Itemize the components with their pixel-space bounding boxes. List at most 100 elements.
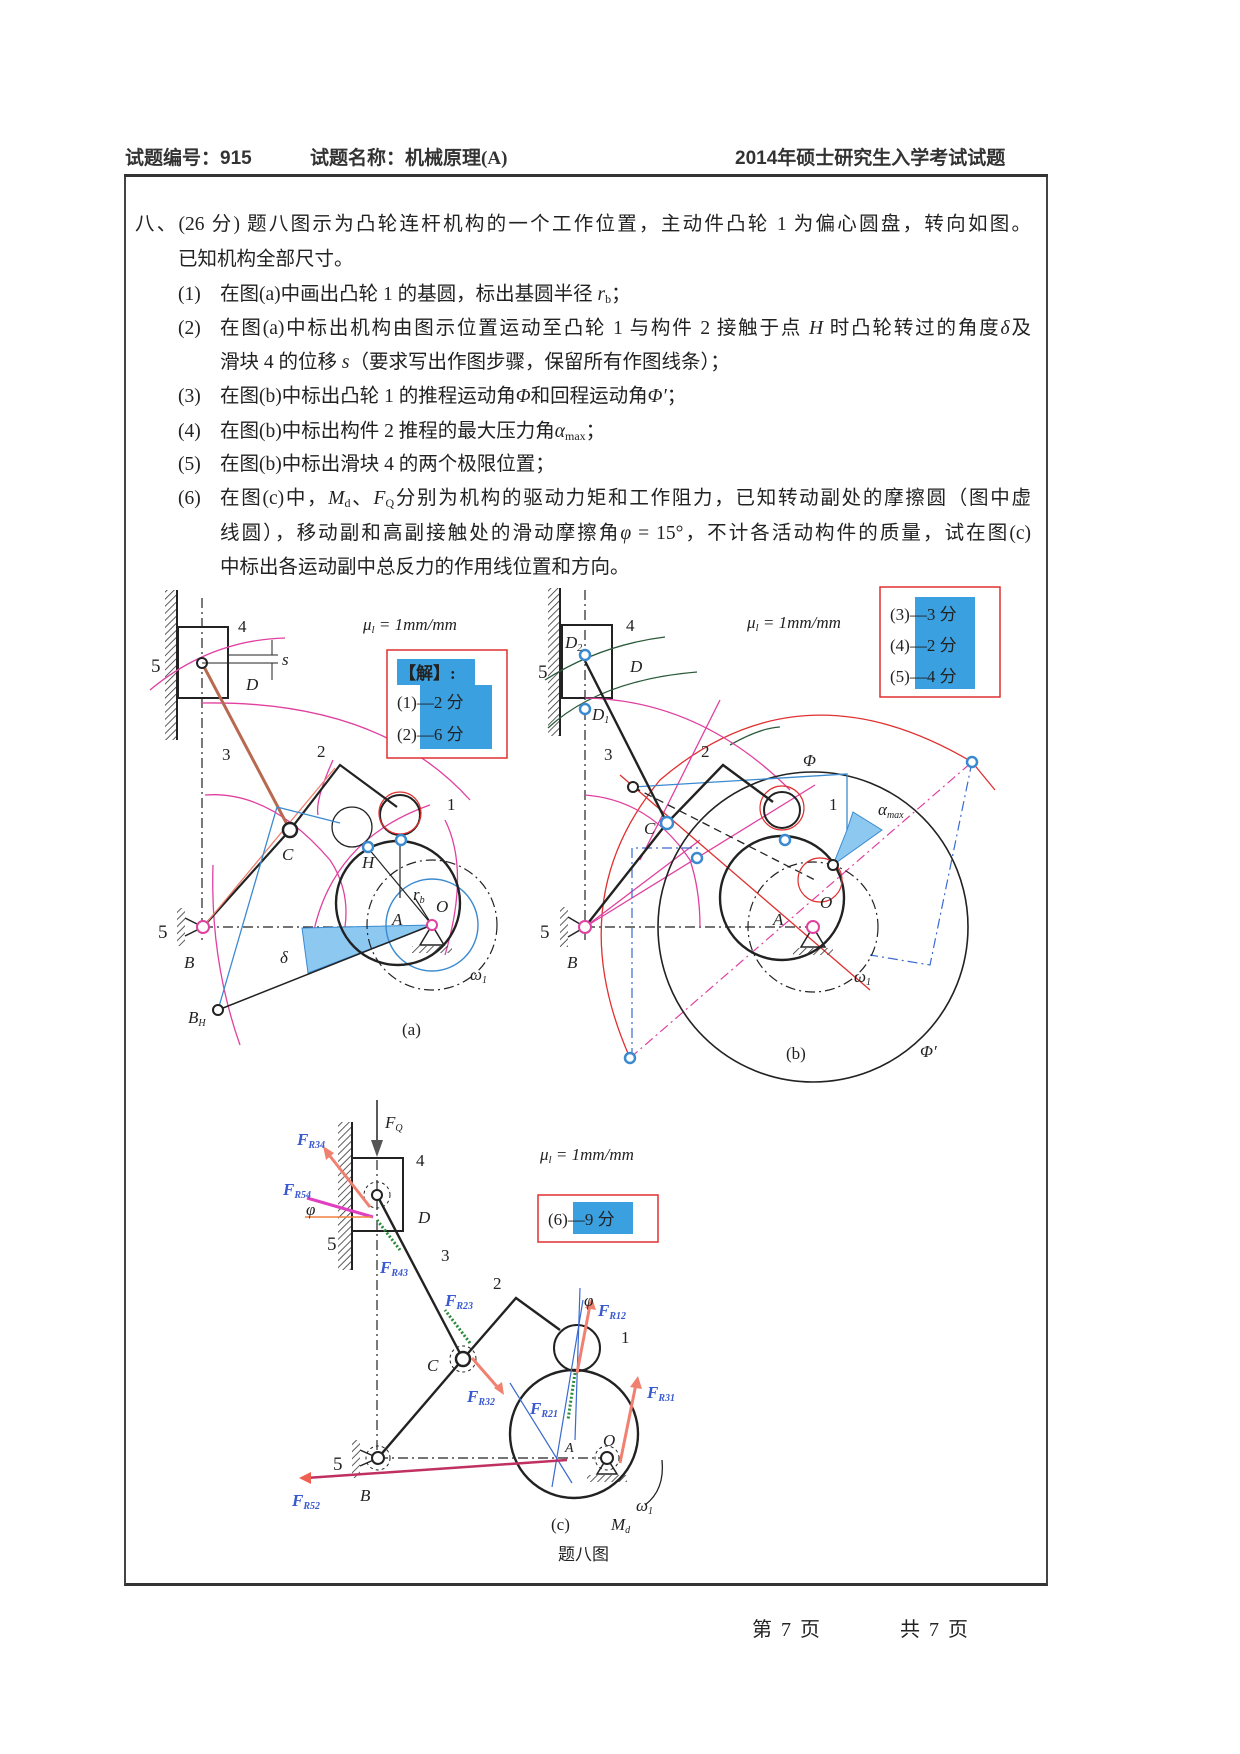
force-fr31 [618,1383,638,1464]
label-omega: ω1 [470,965,487,986]
joint-bh [212,1004,224,1016]
score-1: (1)—2 分 [397,693,464,712]
label-b: B [567,953,578,972]
figure-a [149,590,498,1046]
label-fr52: FR52 [291,1491,320,1512]
question-line-2: 已知机构全部尺寸。 [178,249,354,270]
friction-circle-c [449,1345,477,1373]
pink-line [639,699,721,861]
point [965,755,979,769]
dashdot-construction [869,761,973,966]
scale-label: μl = 1mm/mm [746,613,841,634]
item-4-label: (4) [178,421,201,442]
label-b: B [184,953,195,972]
pink-line [584,839,701,928]
label-5-b: 5 [158,922,168,943]
contact-point [394,833,408,847]
force-fr43 [375,1219,402,1251]
link-3 [200,662,292,831]
score-5: (5)—4 分 [890,667,957,686]
travel-circle [657,771,969,1083]
pivot-o [595,1456,619,1475]
link-3 [375,1194,465,1360]
label-5: 5 [538,662,548,683]
label-rb: rb [413,885,425,906]
link-2 [377,1296,561,1459]
label-d: D [417,1208,431,1227]
label-5: 5 [151,656,161,677]
caption-b: (b) [786,1044,806,1063]
force-fr21 [566,1372,577,1421]
exam-code-value: 915 [220,148,252,169]
joint-b [196,920,210,934]
score-box-c: (6)—9 分 [537,1194,659,1243]
label-phi-prime: Φ′ [920,1042,937,1061]
header-rule [124,174,1048,177]
scale-label: μl = 1mm/mm [362,615,457,636]
label-bh: BH [188,1008,206,1029]
label-delta: δ [280,948,289,967]
scale-label: μl = 1mm/mm [539,1145,634,1166]
construction-line [217,806,278,1011]
link-2-overlay [202,767,336,928]
construction-line [276,806,341,824]
label-a: A [564,1441,574,1456]
label-5-b: 5 [333,1454,343,1475]
joint-d [371,1189,383,1201]
roller-at-h [331,806,373,848]
extreme-line [629,761,973,1059]
label-d: D [245,675,259,694]
base-circle [385,878,479,972]
friction-circle-b [365,1445,391,1471]
label-1: 1 [447,795,456,814]
bh-to-o-line [217,924,433,1011]
pitch-circle [747,861,879,993]
label-phi: φ [306,1200,315,1219]
exam-name-value: 机械原理(A) [405,148,508,169]
figure-a-labels: μl = 1mm/mm 4 5 s D 3 2 1 C H A O rb B 5… [151,615,487,1039]
label-fr54: FR54 [282,1180,311,1201]
exam-title: 2014年硕士研究生入学考试试题 [735,143,1005,170]
label-fr43: FR43 [379,1258,408,1279]
score-3: (3)—3 分 [890,605,957,624]
force-fr23 [443,1309,472,1344]
link-2 [584,763,774,928]
caption-a: (a) [402,1020,421,1039]
pitch-circle [366,859,498,991]
construction-arc [316,759,334,816]
page-number: 第 7 页 [752,1619,822,1641]
label-o: O [820,893,832,912]
point [827,859,839,871]
force-fr12 [575,1304,592,1374]
label-d1: D1 [591,705,609,726]
link-3 [583,660,669,824]
construction-arc [204,794,347,928]
ground-wall [338,1122,351,1270]
force-fr54 [306,1196,374,1219]
item-2-label: (2) [178,318,201,339]
label-3: 3 [604,745,613,764]
item-6-text-cont: 线圆），移动副和高副接触处的滑动摩擦角φ = 15°，不计各活动构件的质量，试在… [220,523,1031,544]
label-fr34: FR34 [296,1130,325,1151]
figure-c [299,1100,664,1506]
arc [729,726,781,746]
figure-c-labels: FQ μl = 1mm/mm FR34 FR54 FR43 FR23 FR32 … [282,1113,675,1564]
figure-title: 题八图 [558,1545,609,1564]
item-3-text: 在图(b)中标出凸轮 1 的推程运动角Φ和回程运动角Φ′； [220,386,687,407]
label-o: O [603,1431,615,1450]
question-line-1: 八、(26 分) 题八图示为凸轮连杆机构的一个工作位置，主动件凸轮 1 为偏心圆… [135,214,1031,235]
alpha-max-fill [831,811,883,867]
roller-red [759,785,805,831]
pivot-o [799,925,827,948]
item-2-text: 在图(a)中标出机构由图示位置运动至凸轮 1 与构件 2 接触于点 H 时凸轮转… [220,318,1031,339]
action-line [509,1382,573,1484]
ground-o [793,948,833,955]
friction-circle-d [363,1181,391,1209]
item-6-text: 在图(c)中，Md、FQ分别为机构的驱动力矩和工作阻力，已知转动副处的摩擦圆（图… [220,488,1031,510]
label-s: s [282,650,289,669]
md-arrow [644,1459,664,1506]
label-d2: D2 [564,633,582,654]
ground-b [177,908,185,946]
pink-arc [584,794,701,928]
